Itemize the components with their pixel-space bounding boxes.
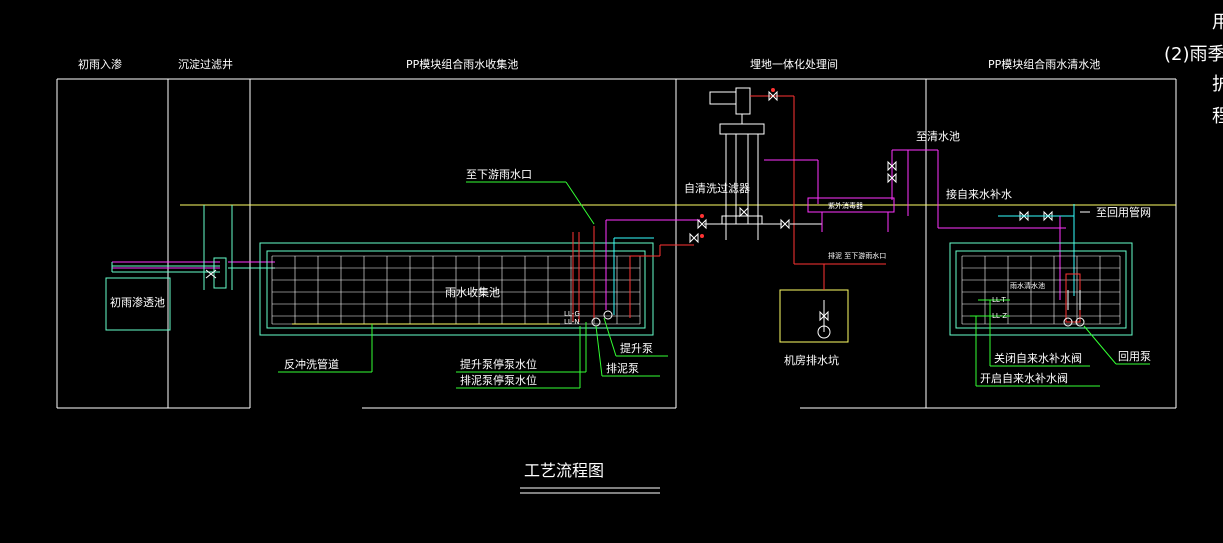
header-clean-pool: PP模块组合雨水清水池: [988, 57, 1100, 71]
label-level-ll-n: LL-N: [564, 318, 579, 326]
label-level-ll-z: LL-Z: [992, 312, 1007, 320]
label-close-tap-valve: 关闭自来水补水阀: [994, 351, 1082, 365]
header-treatment-room: 埋地一体化处理间: [750, 57, 838, 71]
side-text-3: 护: [1212, 74, 1223, 95]
label-rain-collection: 雨水收集池: [445, 285, 500, 299]
title-underline: [520, 487, 660, 494]
label-open-tap-valve: 开启自来水补水阀: [980, 371, 1068, 385]
label-clean-water-pool-small: 雨水清水池: [1010, 281, 1045, 290]
side-text-4: 程: [1212, 106, 1223, 127]
leader-lines: [278, 181, 1150, 389]
label-infiltration-pool: 初雨渗透池: [110, 295, 165, 309]
tap-water-line: [998, 204, 1090, 300]
label-sludge-pump: 排泥泵: [606, 361, 639, 375]
side-text-1: 用: [1212, 12, 1223, 33]
label-to-reuse-network: 至回用管网: [1096, 205, 1151, 219]
building-outline: [56, 78, 1177, 409]
label-lift-pump-stop-level: 提升泵停泵水位: [460, 357, 537, 371]
header-settling-well: 沉淀过滤井: [178, 57, 233, 71]
label-self-clean-filter: 自清洗过滤器: [684, 182, 750, 195]
header-collection-pool: PP模块组合雨水收集池: [406, 57, 518, 71]
label-disinfector: 紫外消毒器: [828, 201, 863, 210]
label-to-storm-outlet: 至下游雨水口: [466, 168, 532, 181]
label-level-ll-t: LL-T: [992, 296, 1007, 304]
label-machine-room-pit: 机房排水坑: [784, 353, 839, 367]
red-valve-dots: [700, 88, 775, 238]
label-drain-to-outlet: 排泥 至下游雨水口: [828, 251, 886, 260]
machine-room-pit: [779, 264, 849, 343]
side-text-2: (2)雨季: [1164, 44, 1223, 65]
infiltration-pool: [105, 277, 171, 331]
treatment-pipes: [704, 95, 1066, 265]
label-backwash-pipe: 反冲洗管道: [284, 357, 339, 371]
collection-pipes: [572, 219, 700, 322]
header-initial-rain: 初雨入渗: [78, 57, 122, 71]
settling-well: [203, 205, 233, 290]
label-level-ll-g: LL-G: [564, 310, 580, 318]
label-lift-pump: 提升泵: [620, 342, 653, 355]
clean-water-pool: [949, 242, 1133, 336]
uv-disinfector: [807, 197, 895, 213]
label-tap-water-makeup: 接自来水补水: [946, 188, 1012, 201]
inlet-pipes: [111, 261, 275, 273]
label-reuse-pump: 回用泵: [1118, 350, 1151, 363]
self-clean-filter: [709, 87, 765, 240]
diagram-title: 工艺流程图: [524, 461, 604, 480]
label-sludge-pump-stop-level: 排泥泵停泵水位: [460, 373, 537, 387]
valve-symbols: [689, 90, 1053, 244]
label-to-clean-pool: 至清水池: [916, 130, 960, 143]
